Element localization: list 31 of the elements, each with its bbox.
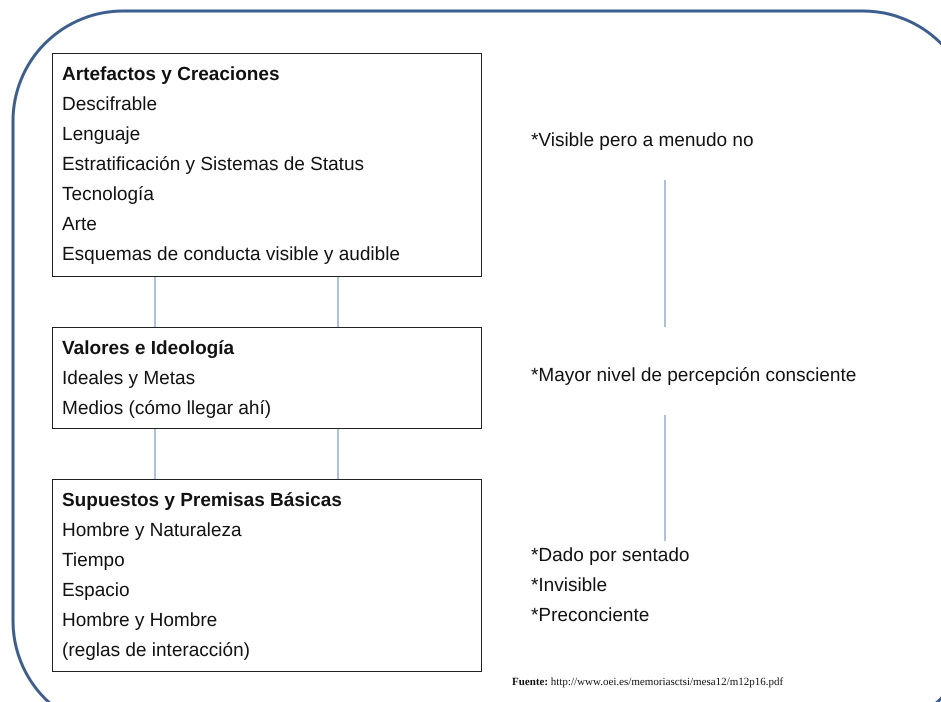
layer-box xyxy=(52,327,482,429)
connector-line xyxy=(664,415,666,541)
layer-item: Medios (cómo llegar ahí) xyxy=(62,397,272,421)
level-note: *Dado por sentado xyxy=(531,544,690,568)
layer-box xyxy=(52,53,482,277)
layer-item: Arte xyxy=(62,213,98,237)
connector-line xyxy=(154,429,156,479)
level-note: *Invisible xyxy=(531,574,608,598)
layer-heading: Supuestos y Premisas Básicas xyxy=(62,489,343,513)
level-note: *Visible pero a menudo no xyxy=(531,129,755,153)
layer-item: (reglas de interacción) xyxy=(62,639,251,663)
layer-item: Hombre y Hombre xyxy=(62,609,218,633)
layer-item: Tiempo xyxy=(62,549,126,573)
level-note: *Mayor nivel de percepción consciente xyxy=(531,364,858,388)
connector-line xyxy=(337,277,339,327)
connector-line xyxy=(664,180,666,327)
layer-heading: Valores e Ideología xyxy=(62,337,236,361)
layer-item: Ideales y Metas xyxy=(62,367,196,391)
layer-item: Esquemas de conducta visible y audible xyxy=(62,243,401,267)
level-note: *Preconciente xyxy=(531,604,650,628)
layer-heading: Artefactos y Creaciones xyxy=(62,63,281,87)
connector-line xyxy=(337,429,339,479)
layer-item: Tecnología xyxy=(62,183,155,207)
layer-item: Hombre y Naturaleza xyxy=(62,519,243,543)
layer-box xyxy=(52,479,482,672)
layer-item: Espacio xyxy=(62,579,131,603)
connector-line xyxy=(154,277,156,327)
layer-item: Lenguaje xyxy=(62,123,142,147)
layer-item: Estratificación y Sistemas de Status xyxy=(62,153,366,177)
source-note: Fuente: http://www.oei.es/memoriasctsi/mesa12/m12p16.pdf xyxy=(512,676,784,688)
layer-item: Descifrable xyxy=(62,93,158,117)
